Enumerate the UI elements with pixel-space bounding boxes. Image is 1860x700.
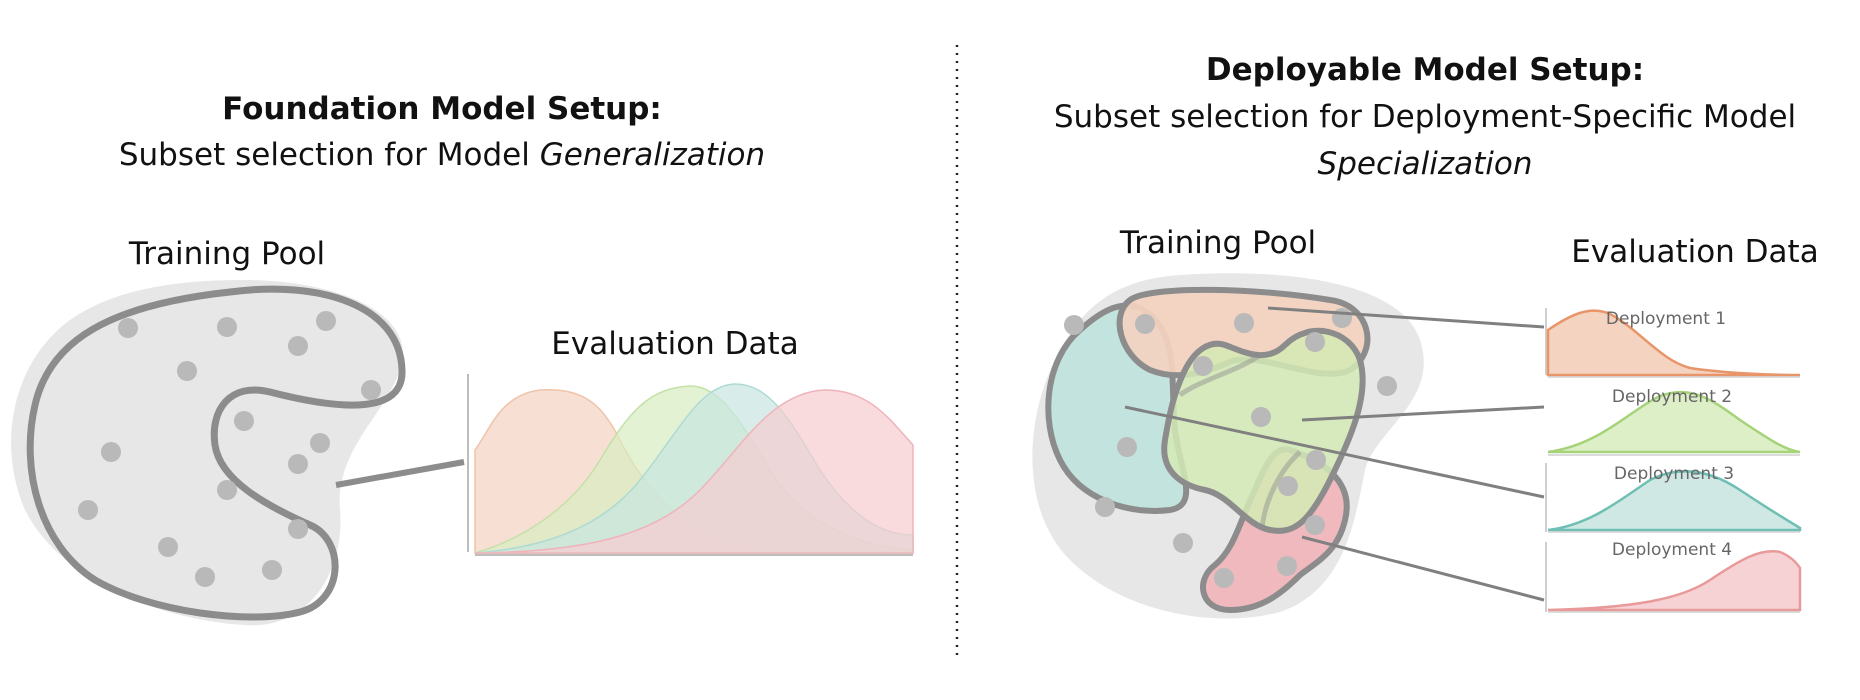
data-point (1306, 450, 1326, 470)
deployment-4-chart: Deployment 4 (1545, 540, 1802, 613)
left-eval-distributions (467, 374, 914, 556)
data-point (1117, 437, 1137, 457)
data-point (1305, 515, 1325, 535)
data-point (217, 480, 237, 500)
right-pool-label: Training Pool (1119, 225, 1316, 261)
left-eval-label: Evaluation Data (551, 326, 798, 362)
region-deployment-2 (1161, 327, 1366, 534)
data-point (158, 537, 178, 557)
data-point (288, 454, 308, 474)
left-pool-background (11, 280, 403, 626)
left-connector-line (335, 459, 465, 488)
data-point (1251, 407, 1271, 427)
deployment-1-chart: Deployment 1 (1545, 308, 1801, 378)
data-point (1095, 497, 1115, 517)
data-point (288, 519, 308, 539)
deployment-3-chart: Deployment 3 (1545, 463, 1802, 533)
region-deployment-2-inner (1178, 352, 1302, 529)
data-point (1064, 315, 1084, 335)
data-point (195, 567, 215, 587)
deployment-4-label: Deployment 4 (1612, 540, 1732, 560)
left-pool-datapoints (78, 311, 381, 587)
data-point (1234, 313, 1254, 333)
data-point (177, 361, 197, 381)
left-panel-title: Foundation Model Setup: (222, 91, 662, 127)
data-point (217, 317, 237, 337)
data-point (316, 311, 336, 331)
right-pool-datapoints (1064, 308, 1397, 588)
right-panel: Deployable Model Setup: Subset selection… (1032, 52, 1819, 619)
data-point (78, 500, 98, 520)
data-point (1173, 533, 1193, 553)
deployment-2-label: Deployment 2 (1612, 387, 1732, 407)
right-eval-label: Evaluation Data (1571, 234, 1818, 270)
data-point (118, 318, 138, 338)
data-point (310, 433, 330, 453)
data-point (288, 336, 308, 356)
connector-deployment-4 (1301, 535, 1545, 602)
data-point (1305, 332, 1325, 352)
right-panel-subtitle-emphasis: Specialization (1318, 146, 1533, 182)
left-pool-label: Training Pool (128, 236, 325, 272)
data-point (1193, 356, 1213, 376)
data-point (1135, 314, 1155, 334)
deployment-2-chart: Deployment 2 (1547, 387, 1801, 456)
right-connector-lines (1124, 306, 1545, 602)
data-point (1332, 308, 1352, 328)
connector-deployment-1 (1267, 306, 1545, 329)
distribution-pink (474, 389, 914, 554)
data-point (361, 380, 381, 400)
left-panel-subtitle-emphasis: Generalization (540, 137, 765, 173)
data-point (234, 411, 254, 431)
connector-deployment-3 (1124, 405, 1545, 499)
left-pool-outline (26, 285, 406, 621)
left-panel-subtitle: Subset selection for Model Generalizatio… (119, 137, 765, 173)
data-point (101, 442, 121, 462)
data-point (1277, 556, 1297, 576)
left-panel: Foundation Model Setup: Subset selection… (11, 91, 914, 626)
data-point (1278, 476, 1298, 496)
deployment-1-label: Deployment 1 (1606, 309, 1726, 329)
left-panel-subtitle-prefix: Subset selection for Model (119, 137, 540, 173)
data-point (1377, 376, 1397, 396)
data-point (1214, 568, 1234, 588)
right-panel-title: Deployable Model Setup: (1206, 52, 1644, 88)
deployment-3-label: Deployment 3 (1614, 464, 1734, 484)
data-point (262, 560, 282, 580)
right-panel-subtitle-line1: Subset selection for Deployment-Specific… (1054, 99, 1796, 135)
connector-deployment-2 (1301, 405, 1545, 422)
